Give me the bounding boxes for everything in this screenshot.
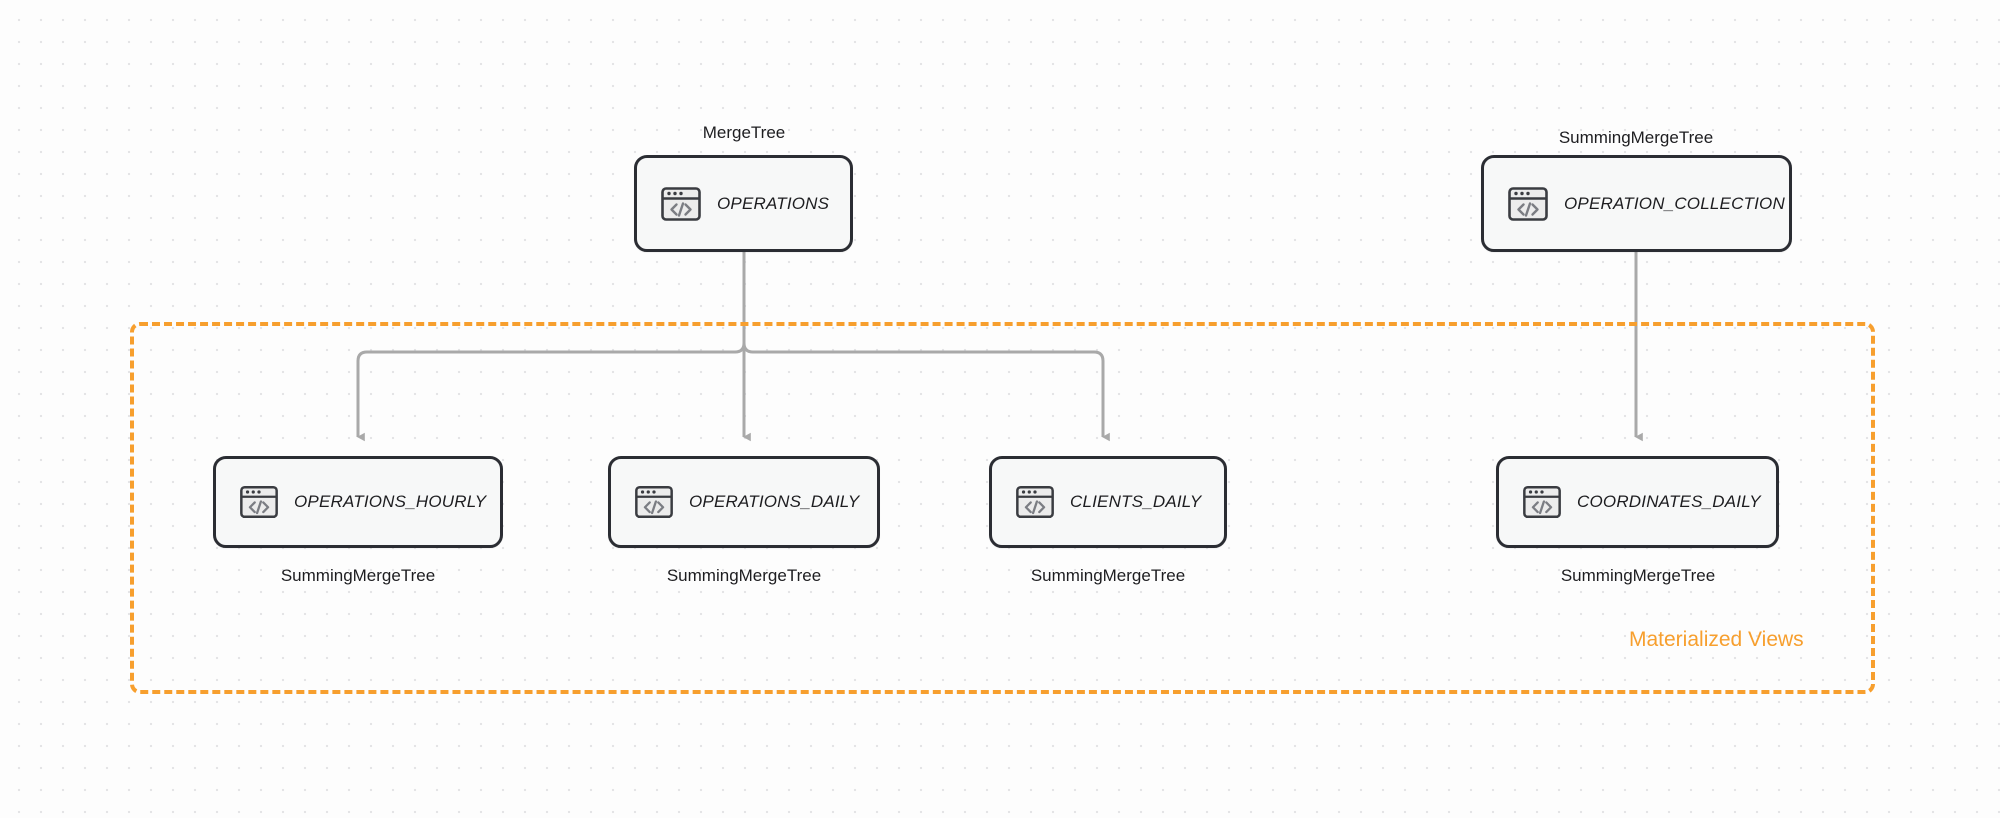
caption-operation-collection-engine: SummingMergeTree	[1558, 128, 1714, 147]
node-label: OPERATIONS_DAILY	[689, 492, 860, 511]
code-window-icon	[1016, 485, 1054, 519]
node-operations[interactable]: OPERATIONS	[634, 155, 853, 252]
node-operations-daily[interactable]: OPERATIONS_DAILY	[608, 456, 880, 548]
caption-operations-hourly-engine: SummingMergeTree	[280, 566, 436, 585]
code-window-icon	[240, 485, 278, 519]
caption-coordinates-daily-engine: SummingMergeTree	[1560, 566, 1716, 585]
materialized-views-label: Materialized Views	[1629, 628, 1804, 651]
node-label: COORDINATES_DAILY	[1577, 492, 1761, 511]
caption-operations-daily-engine: SummingMergeTree	[666, 566, 822, 585]
node-label: OPERATION_COLLECTION	[1564, 193, 1785, 213]
node-label: CLIENTS_DAILY	[1070, 492, 1202, 511]
code-window-icon	[661, 186, 701, 221]
code-window-icon	[1523, 485, 1561, 519]
materialized-views-group	[130, 322, 1875, 694]
node-operations-hourly[interactable]: OPERATIONS_HOURLY	[213, 456, 503, 548]
node-operation-collection[interactable]: OPERATION_COLLECTION	[1481, 155, 1792, 252]
code-window-icon	[635, 485, 673, 519]
caption-operations-engine: MergeTree	[702, 123, 786, 142]
node-label: OPERATIONS_HOURLY	[294, 492, 487, 511]
node-clients-daily[interactable]: CLIENTS_DAILY	[989, 456, 1227, 548]
caption-clients-daily-engine: SummingMergeTree	[1030, 566, 1186, 585]
code-window-icon	[1508, 186, 1548, 221]
node-label: OPERATIONS	[717, 193, 830, 213]
node-coordinates-daily[interactable]: COORDINATES_DAILY	[1496, 456, 1779, 548]
